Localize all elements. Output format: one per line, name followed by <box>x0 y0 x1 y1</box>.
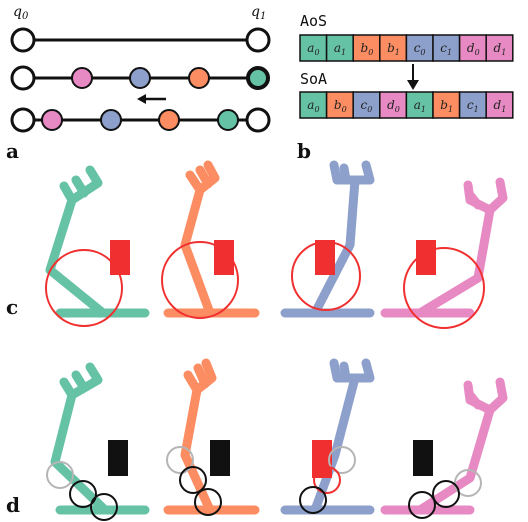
collision-sphere <box>194 488 222 516</box>
soa-label: SoA <box>300 70 327 88</box>
goal-node <box>245 107 271 133</box>
robot-arm-pink <box>380 377 508 519</box>
obstacle <box>413 440 433 476</box>
collision-sphere <box>328 446 356 474</box>
collision-sphere <box>403 247 485 329</box>
collision-sphere <box>432 480 460 508</box>
aos-cell <box>405 34 434 62</box>
soa-cell <box>379 91 408 119</box>
robot-arm-blue <box>280 358 375 515</box>
obstacle <box>214 240 234 275</box>
soa-cell <box>405 91 434 119</box>
robot-arm-orange <box>163 358 260 516</box>
collision-sphere <box>313 466 341 494</box>
aos-cell <box>379 34 408 62</box>
panel-a: q0 q1 <box>6 4 271 163</box>
robot-arm-blue <box>280 160 375 318</box>
aos-cell-label: c0 <box>414 41 426 57</box>
panel-label-a: a <box>6 139 19 163</box>
start-node <box>10 65 36 91</box>
collision-sphere <box>166 446 194 474</box>
soa-cell <box>432 91 461 119</box>
goal-node <box>246 66 270 90</box>
left-arrow-icon <box>137 94 166 104</box>
soa-cell <box>485 91 514 119</box>
collision-sphere <box>45 249 123 327</box>
obstacle <box>210 440 230 476</box>
panel-c: c <box>6 160 508 329</box>
sample-node <box>188 67 210 89</box>
sample-node <box>100 109 122 131</box>
collision-sphere <box>46 461 74 489</box>
sample-node <box>71 67 93 89</box>
collision-sphere <box>299 486 327 514</box>
sample-node <box>158 109 180 131</box>
obstacle <box>416 240 436 275</box>
collision-sphere <box>408 491 436 519</box>
panel-label-d: d <box>6 493 20 517</box>
aos-label: AoS <box>300 12 327 30</box>
robot-arm-pink <box>380 177 508 329</box>
path-row-1 <box>10 27 271 53</box>
q0-label: q0 <box>13 4 29 22</box>
obstacle <box>312 440 332 478</box>
soa-cell <box>458 91 487 119</box>
start-node <box>10 27 36 53</box>
goal-node <box>245 27 271 53</box>
sample-node <box>41 109 63 131</box>
obstacle <box>108 440 128 476</box>
soa-cell <box>325 91 354 119</box>
robot-arm-green <box>45 165 150 327</box>
obstacle <box>110 240 130 275</box>
path-row-3 <box>10 107 271 133</box>
aos-cell <box>299 34 328 62</box>
panel-label-b: b <box>297 139 311 163</box>
start-node <box>10 107 36 133</box>
path-row-2 <box>10 65 270 91</box>
collision-sphere <box>161 241 239 319</box>
soa-cell-label: c0 <box>361 98 373 114</box>
aos-cell-label: c1 <box>440 41 452 57</box>
panel-d: d <box>6 358 508 521</box>
obstacle <box>315 240 335 275</box>
collision-sphere <box>454 469 482 497</box>
collision-sphere <box>90 493 118 521</box>
down-arrow-icon <box>407 64 419 90</box>
robot-arm-orange <box>161 160 260 319</box>
sample-node <box>217 109 239 131</box>
q1-label: q1 <box>251 4 266 22</box>
collision-sphere <box>291 241 361 311</box>
sample-node <box>129 67 151 89</box>
soa-cell-label: c1 <box>467 98 479 114</box>
aos-cell <box>485 34 514 62</box>
collision-sphere <box>179 466 207 494</box>
panel-label-c: c <box>6 295 18 319</box>
collision-sphere <box>69 480 97 508</box>
robot-arm-green <box>46 362 150 521</box>
